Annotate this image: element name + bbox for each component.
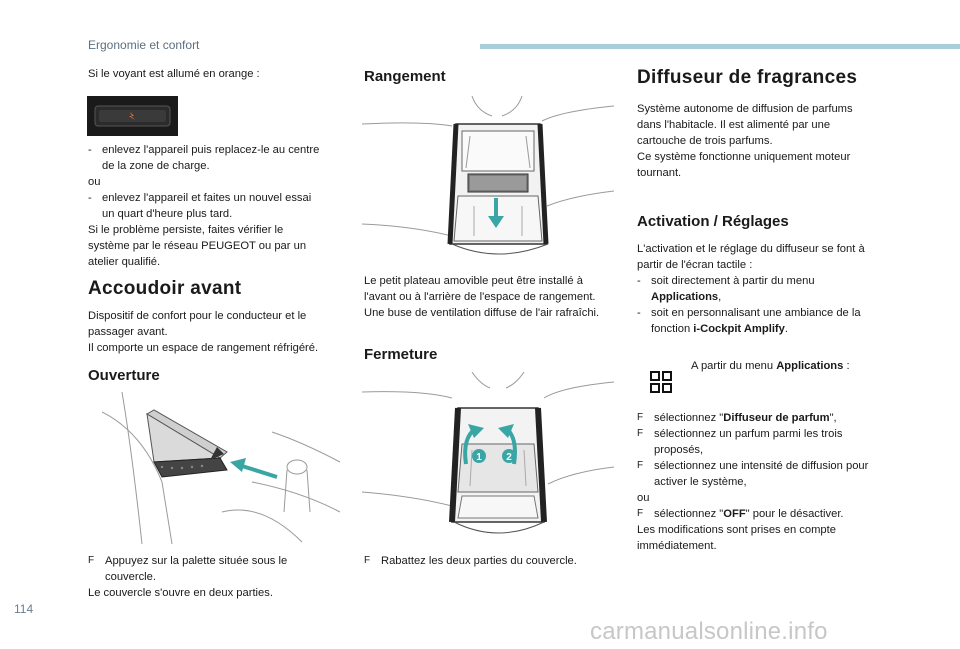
list-item: - soit en personnalisant une ambiance de… — [637, 307, 861, 335]
heading-rangement: Rangement — [364, 68, 446, 85]
applications-grid-icon — [650, 371, 672, 393]
heading-accoudoir: Accoudoir avant — [88, 278, 242, 299]
closing-illustration: 1 2 — [362, 372, 614, 548]
orange-indicator-image — [87, 96, 178, 136]
list-item: - enlevez l'appareil puis replacez-le au… — [88, 144, 320, 172]
armrest-opening-illustration — [102, 392, 340, 544]
heading-activation: Activation / Réglages — [637, 213, 789, 230]
section-title: Ergonomie et confort — [88, 38, 200, 52]
list-item: F sélectionnez "Diffuseur de parfum", — [637, 412, 837, 424]
list-item: F sélectionnez "OFF" pour le désactiver. — [637, 508, 844, 520]
column-1: Si le voyant est allumé en orange : — [88, 66, 348, 82]
list-item: F Rabattez les deux parties du couvercle… — [364, 555, 577, 567]
menu-instruction: A partir du menu Applications : — [691, 360, 850, 372]
intro-text: Si le voyant est allumé en orange : — [88, 68, 260, 80]
storage-illustration — [362, 96, 614, 266]
list-item: F sélectionnez une intensité de diffusio… — [637, 460, 869, 488]
heading-diffuseur: Diffuseur de fragrances — [637, 67, 858, 88]
step-1-label: 1 — [476, 452, 482, 463]
step-2-label: 2 — [506, 452, 512, 463]
list-item: F sélectionnez un parfum parmi les trois… — [637, 428, 843, 456]
page-number: 114 — [14, 602, 34, 616]
heading-fermeture: Fermeture — [364, 346, 438, 363]
heading-ouverture: Ouverture — [88, 367, 160, 384]
watermark: carmanualsonline.info — [590, 618, 828, 645]
header-rule — [480, 44, 960, 49]
list-item: - enlevez l'appareil et faites un nouvel… — [88, 192, 312, 220]
